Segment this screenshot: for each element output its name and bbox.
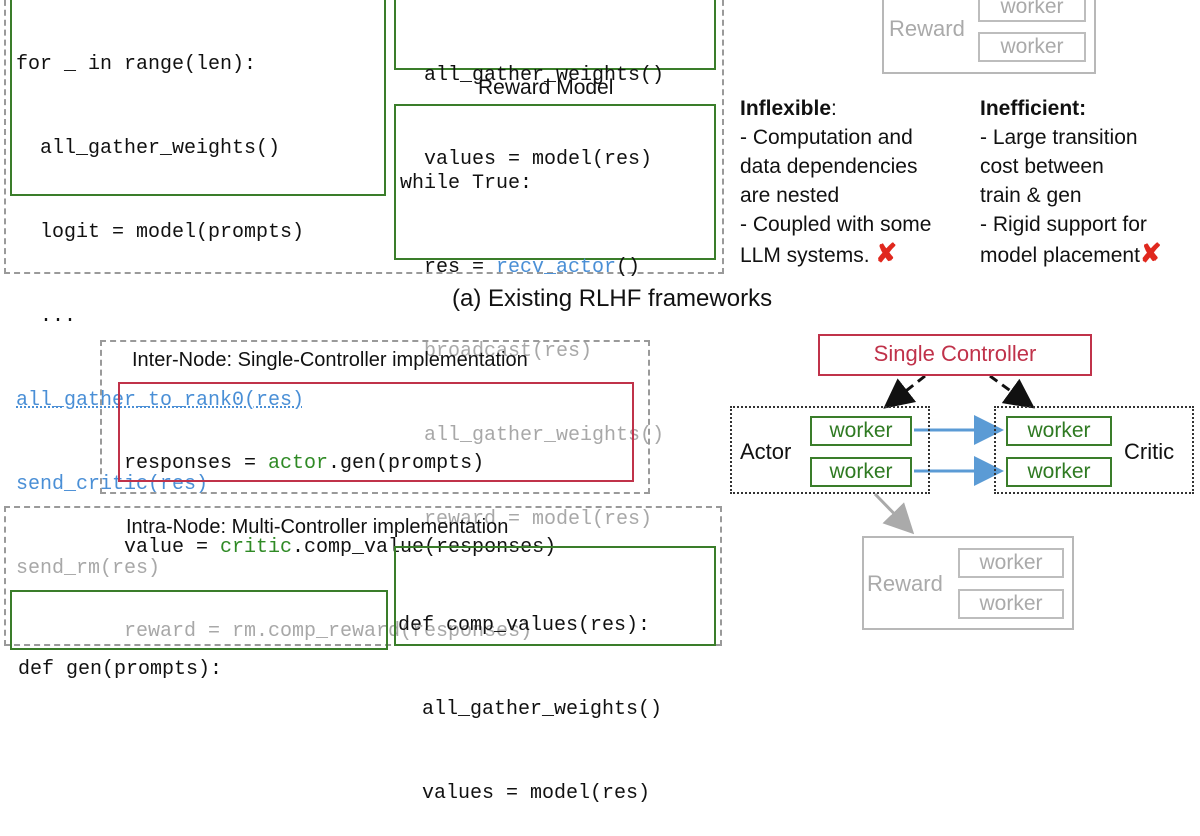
code-line: while True: <box>400 172 533 195</box>
reward-worker: worker <box>958 589 1064 619</box>
inflexible-title: Inflexible: <box>740 94 931 123</box>
cross-icon: ✘ <box>1139 238 1162 268</box>
code-obj: actor <box>268 452 329 475</box>
note-line: LLM systems. ✘ <box>740 239 931 270</box>
critic-label: Critic <box>1124 439 1175 464</box>
note-line: - Computation and <box>740 126 913 149</box>
reward-node-label: Reward <box>889 16 965 41</box>
figure-caption-a: (a) Existing RLHF frameworks <box>452 285 773 312</box>
code-line: for _ in range(len): <box>16 53 257 76</box>
code-part: value = <box>124 536 221 559</box>
reward-model-code: while True: res = recv_actor() broadcast… <box>400 114 664 562</box>
note-line: - Coupled with some <box>740 213 932 236</box>
note-line: model placement✘ <box>980 239 1162 270</box>
code-line: send_rm(res) <box>16 557 161 580</box>
inter-node-panel <box>100 340 650 494</box>
controller-to-actor-arrow <box>883 374 926 409</box>
code-line: all_gather_weights() <box>400 424 665 447</box>
inflexible-note: Inflexible: - Computation and data depen… <box>740 94 931 270</box>
inflexible-heading: Inflexible <box>740 97 832 120</box>
note-line: data dependencies <box>740 155 918 178</box>
reward-worker: worker <box>978 32 1086 62</box>
code-line: values = model(res) <box>398 782 651 805</box>
reward-model-title: Reward Model <box>478 76 614 99</box>
code-line: all_gather_weights() <box>400 64 665 87</box>
inefficient-title: Inefficient: <box>980 97 1087 120</box>
code-line: ... <box>16 305 77 328</box>
code-fn: recv_actor <box>496 256 617 279</box>
controller-diagram-arrows <box>873 374 1035 535</box>
code-line: def gen(prompts): <box>18 658 223 681</box>
code-line: all_gather_weights() <box>16 137 281 160</box>
code-fn: all_gather_to_rank0(res) <box>16 389 305 412</box>
note-line: cost between <box>980 155 1104 178</box>
actor-to-reward-arrow <box>873 492 915 535</box>
code-part: .gen(prompts) <box>328 452 485 475</box>
cross-icon: ✘ <box>875 238 898 268</box>
actor-code: for _ in range(len): all_gather_weights(… <box>16 0 304 611</box>
single-controller-label: Single Controller <box>873 341 1037 366</box>
code-line: responses = actor.gen(prompts) <box>124 450 556 478</box>
intra-node-title: Intra-Node: Multi-Controller implementat… <box>126 516 509 538</box>
code-line: broadcast(res) <box>400 340 593 363</box>
note-text: model placement <box>980 244 1140 267</box>
code-line: logit = model(prompts) <box>16 221 305 244</box>
code-line: all_gather_to_rank0(res) <box>16 387 304 415</box>
existing-framework-panel <box>4 0 724 274</box>
reward-model-code-box <box>394 104 716 260</box>
critic-code-box <box>394 0 716 70</box>
critic-worker: worker <box>1006 416 1112 446</box>
actor-code-box <box>10 0 386 196</box>
note-text: LLM systems. <box>740 244 870 267</box>
note-line: - Rigid support for <box>980 213 1147 236</box>
note-line: - Large transition <box>980 126 1138 149</box>
code-line: send_critic(res) <box>16 473 209 496</box>
actor-group <box>730 406 930 494</box>
code-part: res = <box>400 256 497 279</box>
single-controller-code-box <box>118 382 634 482</box>
inefficient-note: Inefficient: - Large transition cost bet… <box>980 94 1162 270</box>
code-line: values = model(res) <box>400 148 653 171</box>
code-part: () <box>616 256 641 279</box>
code-line: all_gather_weights() <box>398 698 663 721</box>
code-part: responses = <box>124 452 269 475</box>
reward-worker: worker <box>958 548 1064 578</box>
actor-worker: worker <box>810 457 912 487</box>
actor-worker: worker <box>810 416 912 446</box>
critic-worker: worker <box>1006 457 1112 487</box>
code-line: reward = model(res) <box>400 508 653 531</box>
note-line: train & gen <box>980 184 1082 207</box>
code-line: res = recv_actor() <box>400 254 664 282</box>
code-obj: critic <box>220 536 293 559</box>
critic-code: all_gather_weights() values = model(res) <box>400 6 664 202</box>
inter-node-title: Inter-Node: Single-Controller implementa… <box>132 349 528 371</box>
critic-group <box>994 406 1194 494</box>
note-line: are nested <box>740 184 840 207</box>
single-controller-node <box>818 334 1092 376</box>
inflexible-colon: : <box>831 97 837 120</box>
reward-worker: worker <box>978 0 1086 22</box>
controller-to-critic-arrow <box>989 374 1035 409</box>
actor-label: Actor <box>740 439 792 464</box>
reward-node-top <box>882 0 1096 74</box>
reward-label: Reward <box>867 571 943 596</box>
